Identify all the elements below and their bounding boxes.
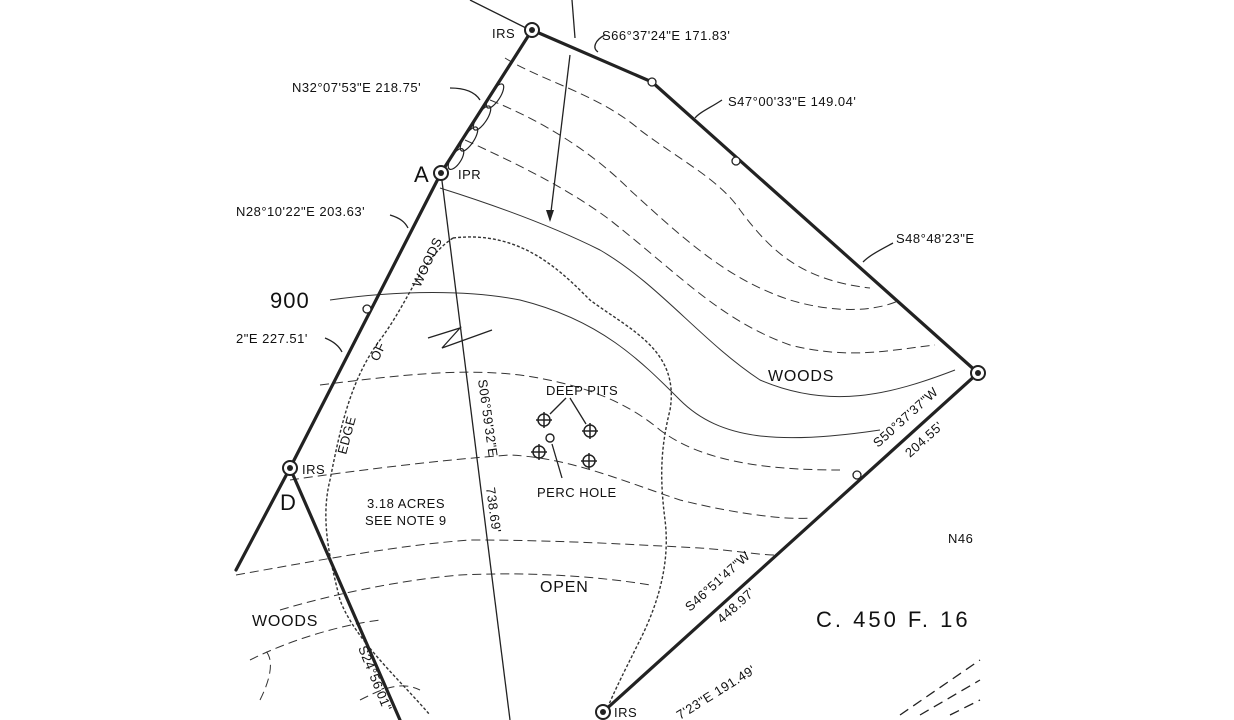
boundary-tick [731,156,741,166]
perc-hole-icon [545,433,555,443]
point-a-label: A [414,162,430,187]
dash-line [949,699,981,716]
contour-line [464,139,936,354]
boundary-line [650,80,980,375]
leader-line [551,443,563,479]
test-pits [531,397,598,479]
edge-of-woods-line [325,236,672,716]
deep-pit-icon [531,444,547,460]
boundary-line [288,171,443,470]
contour-line [249,619,381,661]
dash-line [899,659,981,716]
note-label: SEE NOTE 9 [365,513,447,528]
center-traverse-line [440,172,511,720]
boundary-line [530,28,654,84]
contour-line [289,454,811,519]
hatch-mark [472,105,492,131]
contour-line [319,371,841,471]
open-label: OPEN [540,579,589,596]
point-irs-left: IRS [302,462,325,477]
leader-arrow [449,87,481,101]
bearing-center-a: S06°59'32"E [475,378,501,458]
boundary-tick [852,470,862,480]
hatch-mark [459,126,479,152]
bearing-bottom: 7'23"E 191.49' [674,662,759,720]
survey-pins [282,22,986,720]
boundary-tick [362,304,372,314]
top-extension-line [469,0,531,31]
contour-lines [235,57,956,701]
boundary-line [288,466,402,720]
boundary-hatch-marks [447,83,505,171]
woods-label-right: WOODS [768,368,834,385]
contour-line [504,57,871,289]
edge-of-woods-label: WOODS [409,235,445,289]
dash-line [919,679,981,716]
bearing-left-lower: 2"E 227.51' [236,331,308,346]
contour-line [489,99,901,310]
boundary-line [601,371,980,714]
hatch-mark [485,83,505,109]
contour-elevation-label: 900 [270,288,310,313]
hatch-mark [447,147,465,171]
bearing-right-edge: N46 [948,531,973,546]
leader-line [569,397,587,425]
property-boundary [234,0,981,720]
point-ipr: IPR [458,167,481,182]
leader-line [549,397,567,415]
contour-line [259,649,271,701]
bearing-top: S66°37'24"E 171.83' [602,28,730,43]
deep-pit-icon [536,412,552,428]
deep-pits-label: DEEP PITS [546,383,618,398]
boundary-tick [647,77,657,87]
deep-pit-icon [582,423,598,439]
bearing-diag-b: 204.55' [902,418,946,460]
leader-arrow [389,214,409,229]
contour-line [235,539,776,576]
woods-label-left: WOODS [252,613,318,630]
bearing-left-mid: N28°10'22"E 203.63' [236,204,365,219]
bearing-right-mid: S48°48'23"E [896,231,975,246]
contour-line [279,573,651,611]
leader-arrow [694,99,723,119]
perc-hole-label: PERC HOLE [537,485,617,500]
point-irs-bottom: IRS [614,705,637,720]
deep-pit-icon [581,453,597,469]
leader-arrow [324,337,343,353]
bearing-center-b: 738.69' [483,486,504,533]
sheet-reference: C. 450 F. 16 [816,607,971,632]
north-arrow-shaft [549,54,571,221]
point-irs-top: IRS [492,26,515,41]
break-symbol-icon [427,326,493,349]
contour-line [329,292,881,439]
contour-line [359,685,421,701]
edge-of-woods-label: EDGE [334,414,359,455]
bearing-left-upper: N32°07'53"E 218.75' [292,80,421,95]
bearing-right-upper: S47°00'33"E 149.04' [728,94,856,109]
edge-of-woods-label: OF [367,340,389,364]
contour-line [439,187,956,398]
point-d-label: D [280,490,297,515]
boundary-line [234,466,292,572]
north-arrow-shaft-top [571,0,576,39]
acreage-label: 3.18 ACRES [367,496,445,511]
leader-arrow [862,242,894,263]
leader-arrow [594,34,606,53]
north-arrow-head [546,210,554,222]
